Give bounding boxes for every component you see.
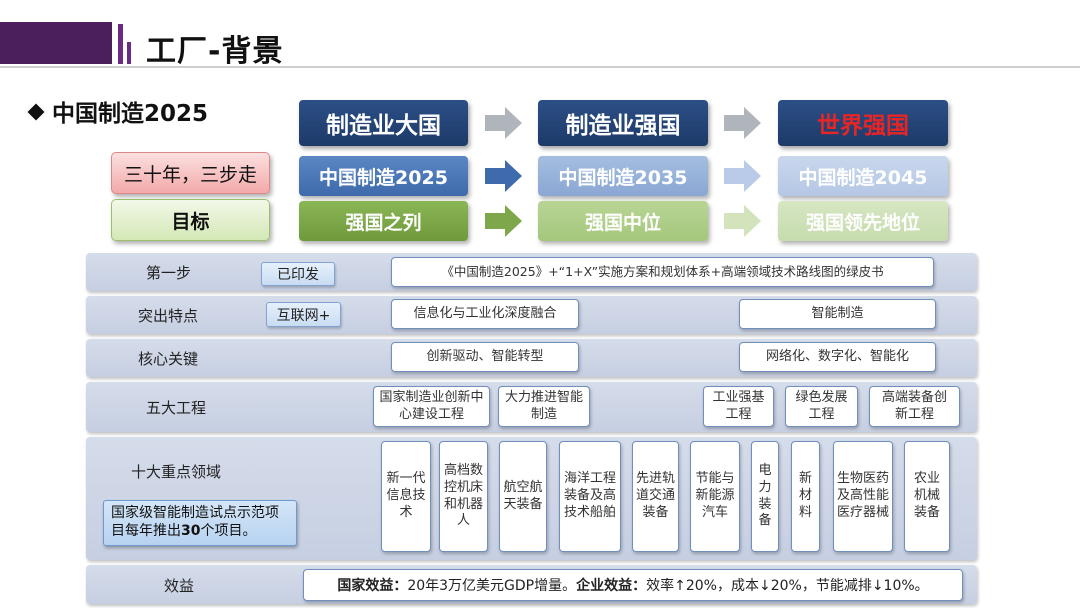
area-text: 先进轨道交通装备 [636,471,676,520]
highlight-left: 信息化与工业化深度融合 [391,299,579,329]
row-label: 突出特点 [138,307,199,325]
goal-label: 目标 [111,199,270,241]
pilot-note-count: 30 [181,523,201,540]
page-title: 工厂-背景 [146,34,284,69]
benefit-box: 国家效益：20年3万亿美元GDP增量。企业效益：效率↑20%，成本↓20%，节能… [303,569,963,601]
diamond-bullet-icon [27,103,45,120]
stage-3-title: 世界强国 [778,100,948,146]
highlight-right: 智能制造 [739,299,936,329]
row-label: 五大工程 [146,399,207,417]
project-item: 绿色发展工程 [785,386,858,427]
project-item: 国家制造业创新中心建设工程 [373,386,490,427]
area-text: 电力装备 [758,462,772,529]
area-item: 农业机械装备 [904,441,950,552]
header-divider [0,66,1080,68]
area-text: 航空航天装备 [503,479,543,512]
stage-2-plan: 中国制造2035 [538,156,708,196]
area-text: 生物医药及高性能医疗器械 [837,471,890,520]
stage-1-title: 制造业大国 [299,100,468,146]
project-item: 高端装备创新工程 [869,386,960,427]
area-item: 节能与新能源汽车 [690,441,740,552]
area-text: 新一代信息技术 [386,471,426,520]
pilot-note: 国家级智能制造试点示范项目每年推出30个项目。 [103,500,297,546]
enterprise-benefit-text: 效率↑20%，成本↓20%，节能减排↓10%。 [646,578,929,594]
arrow-right-icon [485,160,522,192]
stage-2-title: 制造业强国 [538,100,708,146]
row-label: 第一步 [146,264,192,282]
pilot-note-text: 国家级智能制造试点示范项目每年推出 [111,505,279,540]
pilot-note-suffix: 个项目。 [200,523,257,540]
national-benefit-text: 20年3万亿美元GDP增量。 [407,578,577,594]
area-item: 新一代信息技术 [381,441,431,552]
area-text: 新材料 [798,471,812,520]
header-accent [127,42,131,64]
area-item: 海洋工程装备及高技术船舶 [559,441,621,552]
arrow-right-icon [724,160,761,192]
arrow-right-icon [724,107,761,139]
steps-label: 三十年，三步走 [111,152,270,194]
area-text: 高档数控机床和机器人 [443,462,483,529]
stage-1-plan: 中国制造2025 [299,156,468,196]
stage-1-goal: 强国之列 [299,201,468,241]
project-item: 工业强基工程 [703,386,774,427]
header-accent [118,24,123,64]
internet-plus-badge: 互联网+ [266,302,341,327]
section-title: 中国制造2025 [27,94,209,128]
row-label: 效益 [164,577,195,595]
stage-3-goal: 强国领先地位 [778,201,948,241]
arrow-right-icon [485,205,522,237]
row-label: 十大重点领域 [131,463,222,481]
area-item: 新材料 [791,441,820,552]
first-step-text: 《中国制造2025》+“1+X”实施方案和规划体系+高端领域技术路线图的绿皮书 [391,257,934,287]
status-badge: 已印发 [261,262,335,286]
area-item: 生物医药及高性能医疗器械 [833,441,893,552]
enterprise-benefit-label: 企业效益： [576,578,647,594]
key-left: 创新驱动、智能转型 [391,342,579,372]
arrow-right-icon [485,107,522,139]
arrow-right-icon [724,205,761,237]
area-text: 海洋工程装备及高技术船舶 [563,471,616,520]
section-title-text: 中国制造2025 [52,101,209,127]
area-item: 高档数控机床和机器人 [439,441,488,552]
stage-3-plan: 中国制造2045 [778,156,948,196]
area-item: 先进轨道交通装备 [632,441,679,552]
area-text: 农业机械装备 [913,471,940,520]
area-item: 航空航天装备 [499,441,547,552]
key-right: 网络化、数字化、智能化 [739,342,936,372]
header-bar [0,22,112,64]
area-item: 电力装备 [751,441,779,552]
area-text: 节能与新能源汽车 [695,471,735,520]
row-label: 核心关键 [138,350,199,368]
stage-2-goal: 强国中位 [538,201,708,241]
project-item: 大力推进智能制造 [498,386,590,427]
national-benefit-label: 国家效益： [337,578,408,594]
